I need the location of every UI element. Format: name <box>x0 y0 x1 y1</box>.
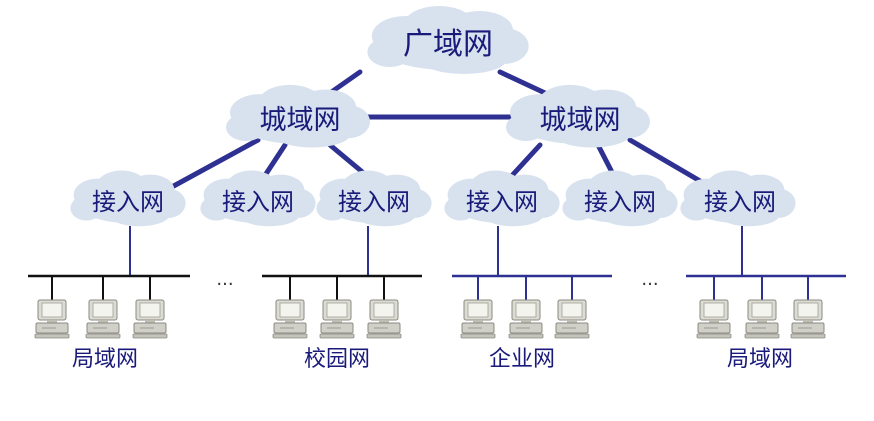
network-label-lan-right: 局域网 <box>727 347 793 372</box>
man-label-left: 城域网 <box>260 105 341 136</box>
computer-icon <box>790 299 826 339</box>
wan-label: 广域网 <box>403 27 493 62</box>
computers <box>34 299 826 339</box>
computer-icon <box>744 299 780 339</box>
computer-icon <box>696 299 732 339</box>
link-man-left-access-1 <box>167 137 261 191</box>
computer-icon <box>34 299 70 339</box>
link-man-right-access-4 <box>505 142 543 183</box>
access-label-4: 接入网 <box>466 188 538 216</box>
computer-icon <box>319 299 355 339</box>
ellipsis-right: ··· <box>641 274 658 295</box>
access-label-1: 接入网 <box>92 188 164 216</box>
network-label-campus: 校园网 <box>304 347 370 372</box>
man-label-right: 城域网 <box>540 105 621 136</box>
network-buses <box>28 226 846 300</box>
network-label-lan-left: 局域网 <box>72 347 138 372</box>
computer-icon <box>508 299 544 339</box>
computer-icon <box>132 299 168 339</box>
computer-icon <box>554 299 590 339</box>
access-label-3: 接入网 <box>338 188 410 216</box>
ellipsis-left: ··· <box>216 274 233 295</box>
network-label-enterprise: 企业网 <box>489 347 555 372</box>
computer-icon <box>85 299 121 339</box>
access-label-6: 接入网 <box>704 188 776 216</box>
computer-icon <box>272 299 308 339</box>
access-label-2: 接入网 <box>222 188 294 216</box>
computer-icon <box>460 299 496 339</box>
access-label-5: 接入网 <box>584 188 656 216</box>
computer-icon <box>366 299 402 339</box>
